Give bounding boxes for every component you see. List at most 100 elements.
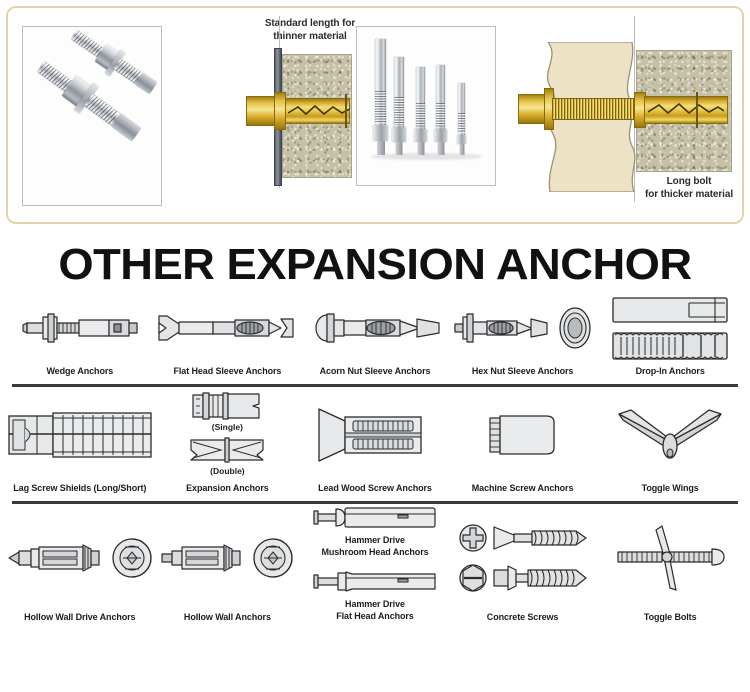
anchor-end-mark-thin <box>345 94 347 128</box>
product-row-1: Wedge Anchors <box>6 290 744 382</box>
machine-screw-anchors-label: Machine Screw Anchors <box>471 483 574 494</box>
product-cell-expansion-anchors[interactable]: (Single) (Double) E <box>154 387 302 499</box>
product-cell-concrete-screws[interactable]: Concrete Screws <box>449 504 597 628</box>
product-cell-toggle-wings[interactable]: Toggle Wings <box>596 387 744 499</box>
hollow-wall-drive-anchors-label: Hollow Wall Drive Anchors <box>24 612 136 623</box>
lead-wood-screw-anchor-art <box>301 387 449 483</box>
hammer-drive-mushroom-line2: Mushroom Head Anchors <box>321 546 429 557</box>
concrete-screw-art <box>449 504 597 612</box>
lead-wood-screw-anchor-icon <box>318 408 422 462</box>
bolt-shadow <box>371 153 483 160</box>
brass-anchor-head-thin <box>246 96 276 126</box>
hero-caption-long-line2: for thicker material <box>644 188 734 200</box>
flat-head-sleeve-anchors-label: Flat Head Sleeve Anchors <box>173 366 282 377</box>
expansion-zigzag-thick <box>648 102 724 115</box>
hollow-wall-drive-anchor-icon <box>8 544 100 572</box>
brass-bolt-head-thick <box>518 94 546 124</box>
product-cell-acorn-nut-sleeve-anchors[interactable]: Acorn Nut Sleeve Anchors <box>301 290 449 382</box>
brass-bolt-thread-thick <box>552 98 638 120</box>
phillips-head-icon <box>458 524 487 552</box>
acorn-nut-sleeve-anchor-icon <box>315 313 440 343</box>
expansion-anchor-double-icon <box>190 437 264 463</box>
wedge-anchors-label: Wedge Anchors <box>46 366 114 377</box>
expansion-anchor-art: (Single) (Double) <box>154 387 302 483</box>
product-cell-wedge-anchors[interactable]: Wedge Anchors <box>6 290 154 382</box>
acorn-nut-sleeve-anchor-art <box>301 290 449 366</box>
hex-nut-sleeve-anchors-label: Hex Nut Sleeve Anchors <box>471 366 574 377</box>
hero-caption-standard-length: Standard length for thinner material <box>251 18 369 43</box>
anchor-end-mark-thick <box>696 92 698 128</box>
hollow-wall-anchors-label: Hollow Wall Anchors <box>183 612 271 623</box>
row-divider-1 <box>12 384 738 387</box>
slotted-hex-head-icon <box>458 563 487 592</box>
product-row-2: Lag Screw Shields (Long/Short) <box>6 387 744 499</box>
hammer-drive-flat-line1: Hammer Drive <box>345 599 405 610</box>
product-grid: Wedge Anchors <box>0 290 750 628</box>
product-row-3: Hollow Wall Drive Anchors <box>6 504 744 628</box>
toggle-bolt-icon <box>617 525 725 591</box>
hollow-wall-anchor-end-icon <box>253 538 294 578</box>
hero-caption-long-bolt: Long bolt for thicker material <box>626 176 750 201</box>
hammer-drive-mushroom-head-anchors-label: Hammer Drive Mushroom Head Anchors <box>321 530 428 558</box>
expansion-anchor-sublabel-single: (Single) <box>211 422 243 433</box>
toggle-bolts-label: Toggle Bolts <box>643 612 697 623</box>
lag-screw-shield-icon <box>8 412 152 458</box>
toggle-wing-art <box>596 387 744 483</box>
anchor-section-thin-material <box>230 16 358 188</box>
concrete-block-thin <box>282 54 352 178</box>
hex-nut-sleeve-anchor-art <box>449 290 597 366</box>
hammer-drive-flat-head-anchors-label: Hammer Drive Flat Head Anchors <box>336 594 414 622</box>
product-cell-machine-screw-anchors[interactable]: Machine Screw Anchors <box>449 387 597 499</box>
product-cell-toggle-bolts[interactable]: Toggle Bolts <box>596 504 744 628</box>
hollow-wall-anchor-icon <box>161 544 241 572</box>
toggle-wings-label: Toggle Wings <box>641 483 699 494</box>
bolt-sample-5 <box>457 83 466 155</box>
hollow-wall-anchor-art <box>154 504 302 612</box>
hammer-drive-mushroom-head-anchor-icon <box>313 507 436 528</box>
product-cell-hex-nut-sleeve-anchors[interactable]: Hex Nut Sleeve Anchors <box>449 290 597 382</box>
hex-nut-end-view-icon <box>558 307 591 349</box>
page-title: OTHER EXPANSION ANCHOR <box>58 240 692 289</box>
hero-caption-standard-line2: thinner material <box>273 30 347 42</box>
hammer-drive-flat-line2: Flat Head Anchors <box>336 611 414 622</box>
bolt-sample-3 <box>414 67 427 155</box>
drop-in-anchors-label: Drop-In Anchors <box>635 366 705 377</box>
expansion-anchor-single-icon <box>192 392 260 420</box>
concrete-screw-hex-washer-icon <box>492 565 587 591</box>
brass-anchor-collar-thin <box>274 92 286 130</box>
hammer-drive-mushroom-line1: Hammer Drive <box>345 535 405 545</box>
row-divider-2 <box>12 501 738 504</box>
lag-screw-shield-art <box>6 387 154 483</box>
product-cell-lead-wood-screw-anchors[interactable]: Lead Wood Screw Anchors <box>301 387 449 499</box>
bolt-length-range-photo <box>356 26 496 186</box>
page-title-wrap: OTHER EXPANSION ANCHOR <box>0 240 750 290</box>
drop-in-anchor-icon <box>612 297 728 323</box>
hero-panel: Standard length for thinner material <box>6 6 744 224</box>
product-cell-flat-head-sleeve-anchors[interactable]: Flat Head Sleeve Anchors <box>154 290 302 382</box>
hollow-wall-drive-anchor-art <box>6 504 154 612</box>
toggle-bolt-art <box>596 504 744 612</box>
hammer-drive-anchor-art: Hammer Drive Mushroom Head Anchors <box>301 504 449 623</box>
drop-in-anchor-threaded-icon <box>612 332 728 360</box>
machine-screw-anchor-icon <box>488 415 555 455</box>
concrete-screw-flat-icon <box>492 526 587 550</box>
hex-nut-sleeve-anchor-icon <box>453 313 548 343</box>
concrete-screws-label: Concrete Screws <box>486 612 559 623</box>
product-cell-hollow-wall-drive-anchors[interactable]: Hollow Wall Drive Anchors <box>6 504 154 628</box>
flat-head-sleeve-anchor-art <box>154 290 302 366</box>
wedge-anchor-art <box>6 290 154 366</box>
toggle-wing-icon <box>618 409 722 459</box>
wedge-anchor-icon <box>22 313 138 343</box>
flat-head-sleeve-anchor-icon <box>158 315 294 341</box>
drop-in-anchor-art <box>596 290 744 366</box>
product-cell-drop-in-anchors[interactable]: Drop-In Anchors <box>596 290 744 382</box>
expansion-anchor-sublabel-double: (Double) <box>210 466 245 477</box>
lag-screw-shields-label: Lag Screw Shields (Long/Short) <box>13 483 147 494</box>
anchor-section-thick-material <box>518 16 750 202</box>
product-cell-hammer-drive-anchors[interactable]: Hammer Drive Mushroom Head Anchors <box>301 504 449 628</box>
expansion-anchors-label: Expansion Anchors <box>186 483 269 494</box>
product-cell-lag-screw-shields[interactable]: Lag Screw Shields (Long/Short) <box>6 387 154 499</box>
product-cell-hollow-wall-anchors[interactable]: Hollow Wall Anchors <box>154 504 302 628</box>
hero-caption-standard-line1: Standard length for <box>264 18 356 29</box>
lead-wood-screw-anchors-label: Lead Wood Screw Anchors <box>318 483 432 494</box>
